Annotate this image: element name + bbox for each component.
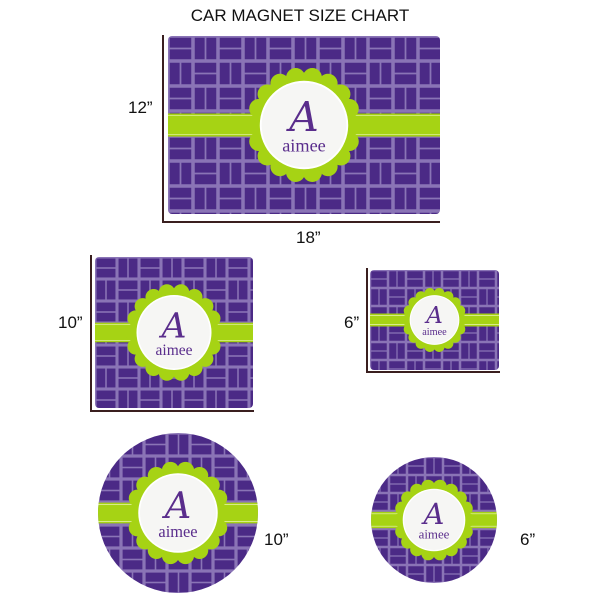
chart-title: CAR MAGNET SIZE CHART (190, 6, 410, 25)
square-10-dimension-line-h (92, 410, 254, 412)
square-10-label: 10” (58, 313, 83, 332)
square-6-label: 6” (344, 313, 360, 332)
circle-10-label: 10” (264, 530, 289, 549)
scalloped-badge: A aimee (393, 479, 475, 561)
monogram-name: aimee (156, 342, 193, 359)
width-dimension-line (164, 221, 440, 223)
scalloped-badge: A aimee (402, 288, 467, 352)
monogram-name: aimee (158, 522, 197, 541)
width-label-18: 18” (296, 228, 321, 247)
magnet-circle-10: A aimee (98, 433, 258, 593)
scalloped-badge: A aimee (125, 284, 223, 381)
monogram-name: aimee (282, 135, 326, 155)
square-10-dimension-line-v (90, 255, 92, 412)
monogram-initial: A (424, 303, 443, 329)
monogram-initial: A (158, 306, 186, 346)
monogram-initial: A (421, 497, 445, 531)
monogram-initial: A (285, 93, 319, 141)
square-6-dimension-line-h (368, 371, 500, 373)
magnet-square-10: A aimee (95, 257, 253, 408)
magnet-rectangle-18x12: A aimee (168, 36, 440, 214)
height-dimension-line (162, 35, 164, 223)
scalloped-badge: A aimee (246, 68, 362, 182)
monogram-name: aimee (422, 327, 447, 338)
scalloped-badge: A aimee (126, 461, 230, 565)
circle-6-label: 6” (520, 530, 536, 549)
magnet-square-6: A aimee (370, 270, 499, 370)
square-6-dimension-line-v (366, 268, 368, 373)
height-label-12: 12” (128, 98, 153, 117)
magnet-circle-6: A aimee (371, 457, 497, 583)
monogram-initial: A (162, 484, 192, 527)
monogram-name: aimee (419, 527, 450, 542)
